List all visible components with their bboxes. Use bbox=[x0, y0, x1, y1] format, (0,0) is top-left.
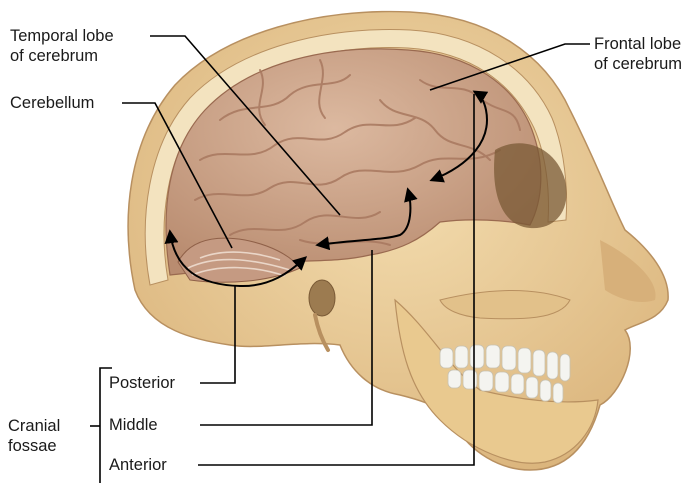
temporal-lobe-label: Temporal lobe of cerebrum bbox=[10, 26, 114, 66]
cerebellum-label: Cerebellum bbox=[10, 93, 94, 113]
cranial-fossae-label-line2: fossae bbox=[8, 436, 60, 456]
middle-fossa-label: Middle bbox=[109, 415, 158, 435]
external-ear-opening bbox=[309, 280, 335, 316]
cranial-fossae-label: Cranial fossae bbox=[8, 416, 60, 456]
anterior-fossa-label: Anterior bbox=[109, 455, 167, 475]
frontal-lobe-label-line2: of cerebrum bbox=[594, 54, 682, 74]
temporal-lobe-label-line2: of cerebrum bbox=[10, 46, 114, 66]
posterior-fossa-label: Posterior bbox=[109, 373, 175, 393]
cranial-fossae-label-line1: Cranial bbox=[8, 416, 60, 436]
frontal-lobe-label: Frontal lobe of cerebrum bbox=[594, 34, 682, 74]
frontal-lobe-label-line1: Frontal lobe bbox=[594, 34, 682, 54]
temporal-lobe-label-line1: Temporal lobe bbox=[10, 26, 114, 46]
